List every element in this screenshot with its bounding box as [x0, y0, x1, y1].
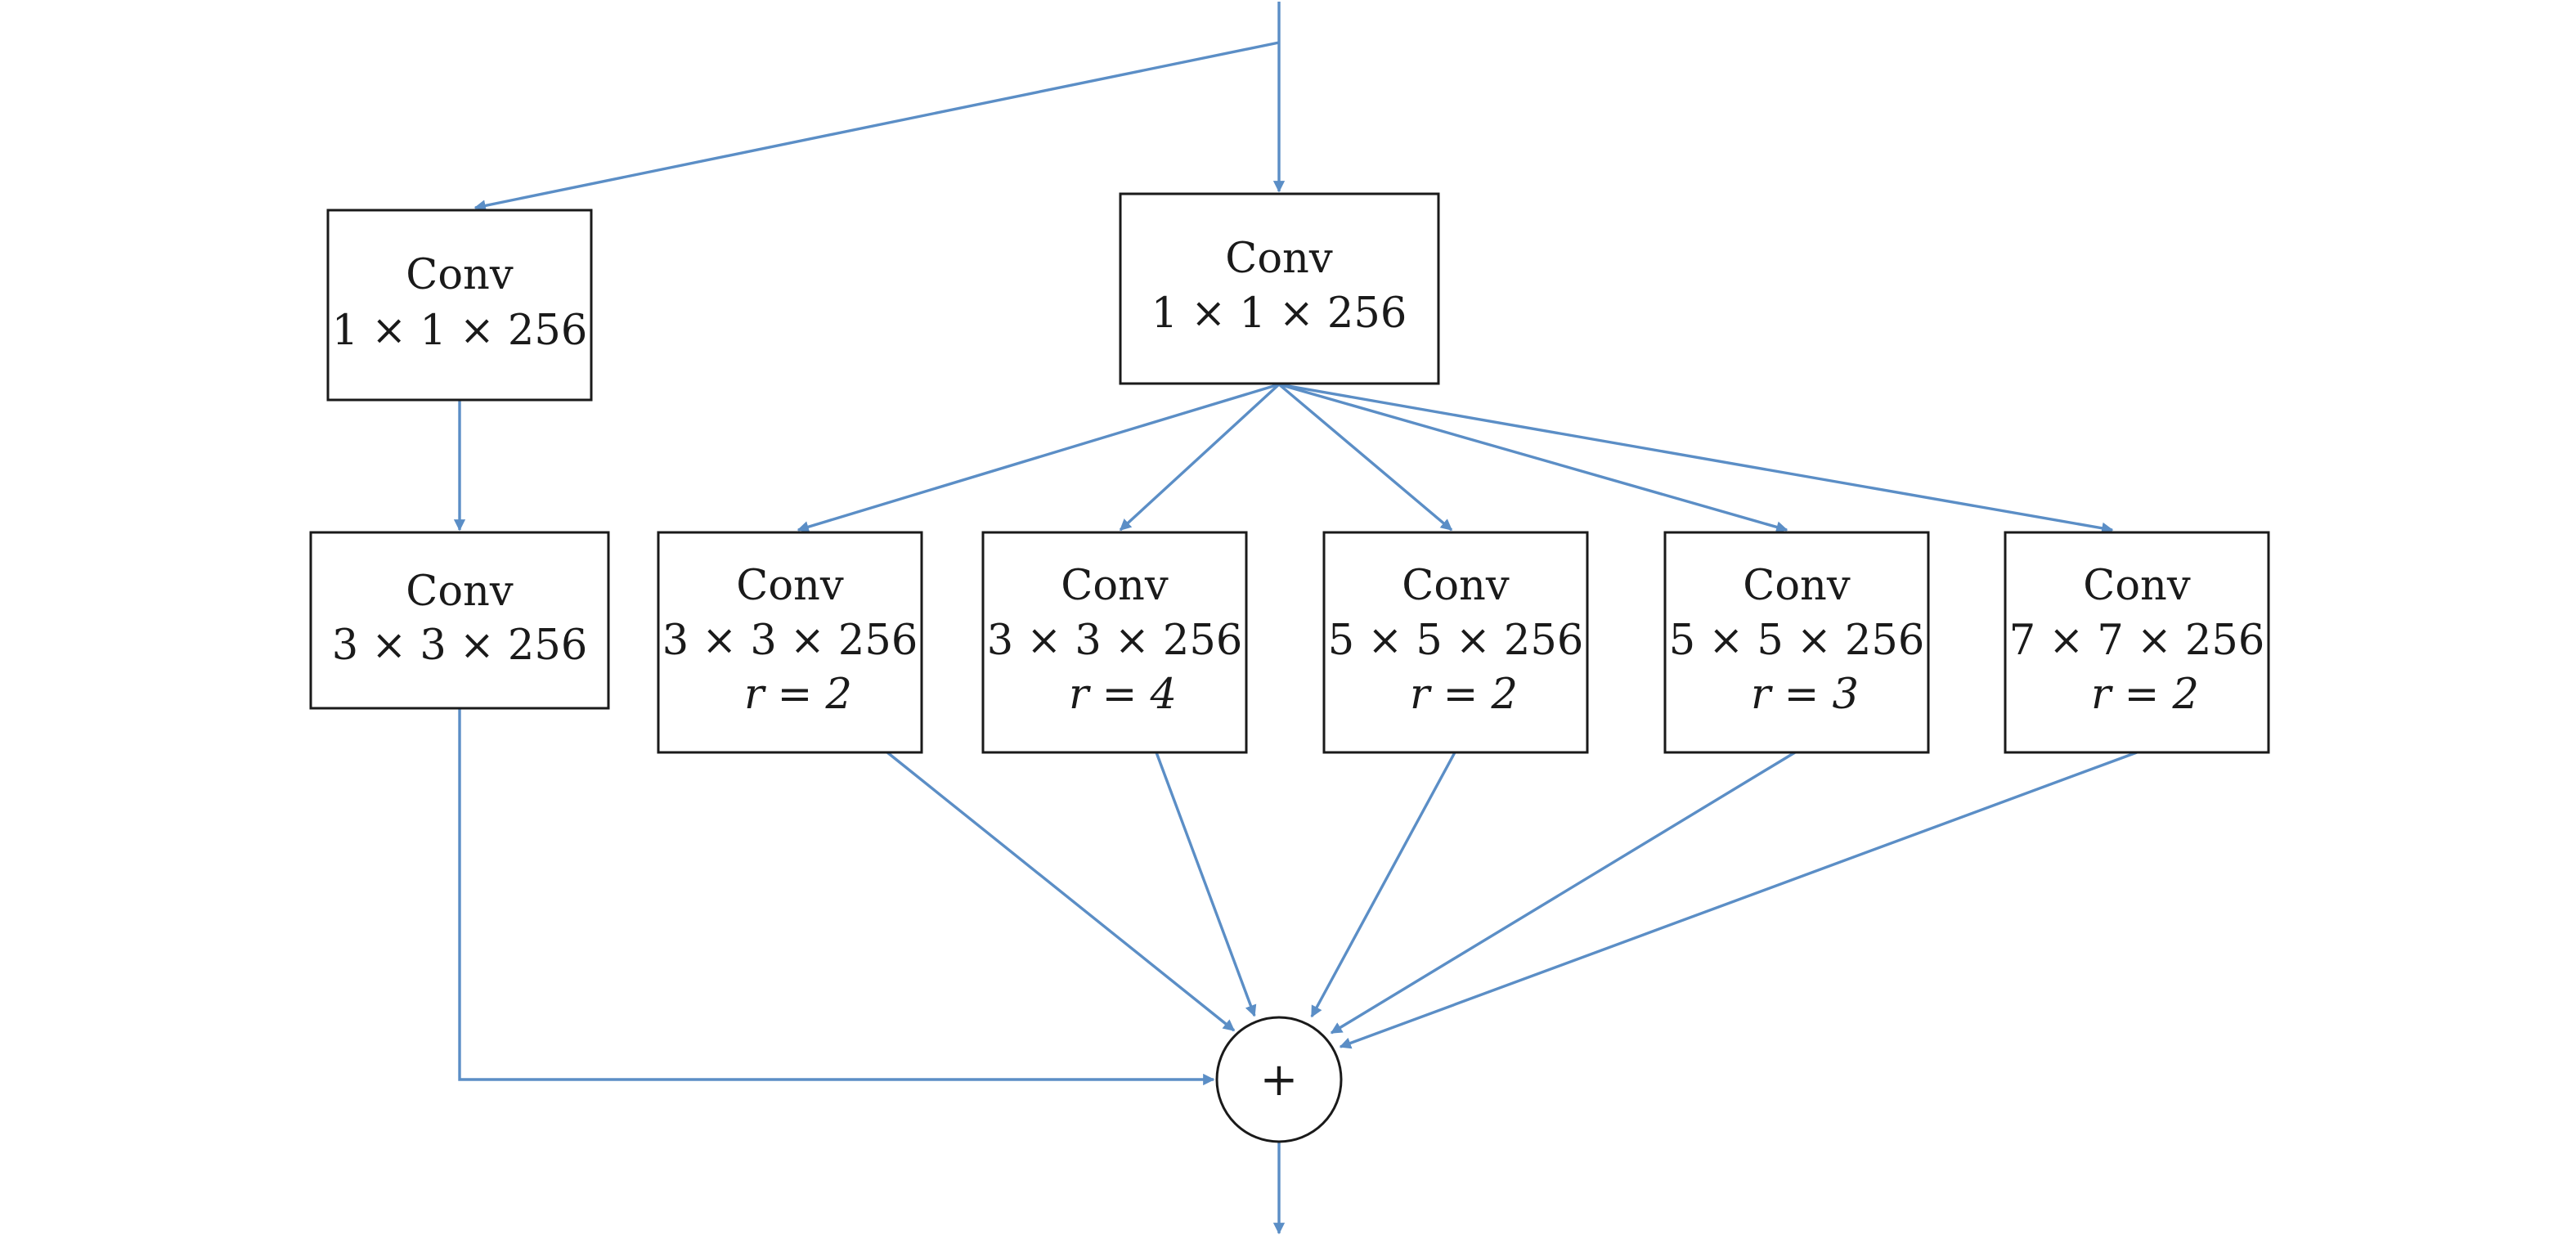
sum-node: + [1215, 1016, 1343, 1143]
edge-branch-2-to-sum [1155, 752, 1257, 1017]
conv-block-size: 5 × 5 × 256 [1328, 617, 1584, 665]
dilation-rate: r = 4 [1069, 671, 1177, 719]
edge-center-to-branch-5 [1278, 383, 2114, 534]
conv-block-title: Conv [1061, 562, 1169, 610]
edges [453, 2, 2138, 1235]
dilation-rate: r = 2 [1410, 671, 1518, 719]
dilation-rate: r = 2 [744, 671, 852, 719]
dilation-rate: r = 2 [2091, 671, 2199, 719]
conv-block-size: 1 × 1 × 256 [1151, 290, 1407, 338]
conv-block-left-3x3: Conv 3 × 3 × 256 [309, 531, 610, 710]
conv-block-size: 3 × 3 × 256 [987, 617, 1243, 665]
edge-branch-1-to-sum [886, 751, 1236, 1032]
conv-block-branch-1: Conv 3 × 3 × 256 r = 2 [657, 531, 923, 754]
edge-left-conv3-to-sum [458, 708, 1215, 1086]
conv-block-size: 7 × 7 × 256 [2009, 617, 2265, 665]
conv-block-size: 5 × 5 × 256 [1669, 617, 1925, 665]
conv-block-title: Conv [1743, 562, 1851, 610]
edge-center-to-branch-2 [1119, 383, 1281, 532]
conv-block-branch-5: Conv 7 × 7 × 256 r = 2 [2004, 531, 2270, 754]
edge-center-to-branch-4 [1278, 383, 1788, 533]
conv-block-branch-3: Conv 5 × 5 × 256 r = 2 [1322, 531, 1589, 754]
edge-input-to-left-conv1 [473, 41, 1280, 212]
conv-block-title: Conv [1225, 235, 1333, 283]
edge-center-to-branch-3 [1277, 383, 1453, 532]
conv-block-title: Conv [736, 562, 844, 610]
conv-block-title: Conv [406, 251, 514, 299]
conv-block-size: 1 × 1 × 256 [332, 307, 588, 355]
conv-block-title: Conv [406, 568, 514, 616]
edge-branch-3-to-sum [1310, 752, 1456, 1018]
dilation-rate: r = 3 [1751, 671, 1859, 719]
conv-block-left-1x1: Conv 1 × 1 × 256 [326, 209, 593, 402]
conv-block-branch-4: Conv 5 × 5 × 256 r = 3 [1663, 531, 1930, 754]
conv-block-title: Conv [2083, 562, 2191, 610]
edge-center-to-branch-1 [797, 383, 1280, 533]
edge-branch-4-to-sum [1330, 751, 1796, 1035]
plus-symbol: + [1260, 1053, 1299, 1107]
conv-block-title: Conv [1402, 562, 1510, 610]
edge-branch-5-to-sum [1339, 751, 2138, 1049]
conv-block-branch-2: Conv 3 × 3 × 256 r = 4 [981, 531, 1248, 754]
conv-block-center-1x1: Conv 1 × 1 × 256 [1119, 192, 1440, 385]
conv-block-size: 3 × 3 × 256 [332, 622, 588, 670]
conv-block-size: 3 × 3 × 256 [662, 617, 918, 665]
